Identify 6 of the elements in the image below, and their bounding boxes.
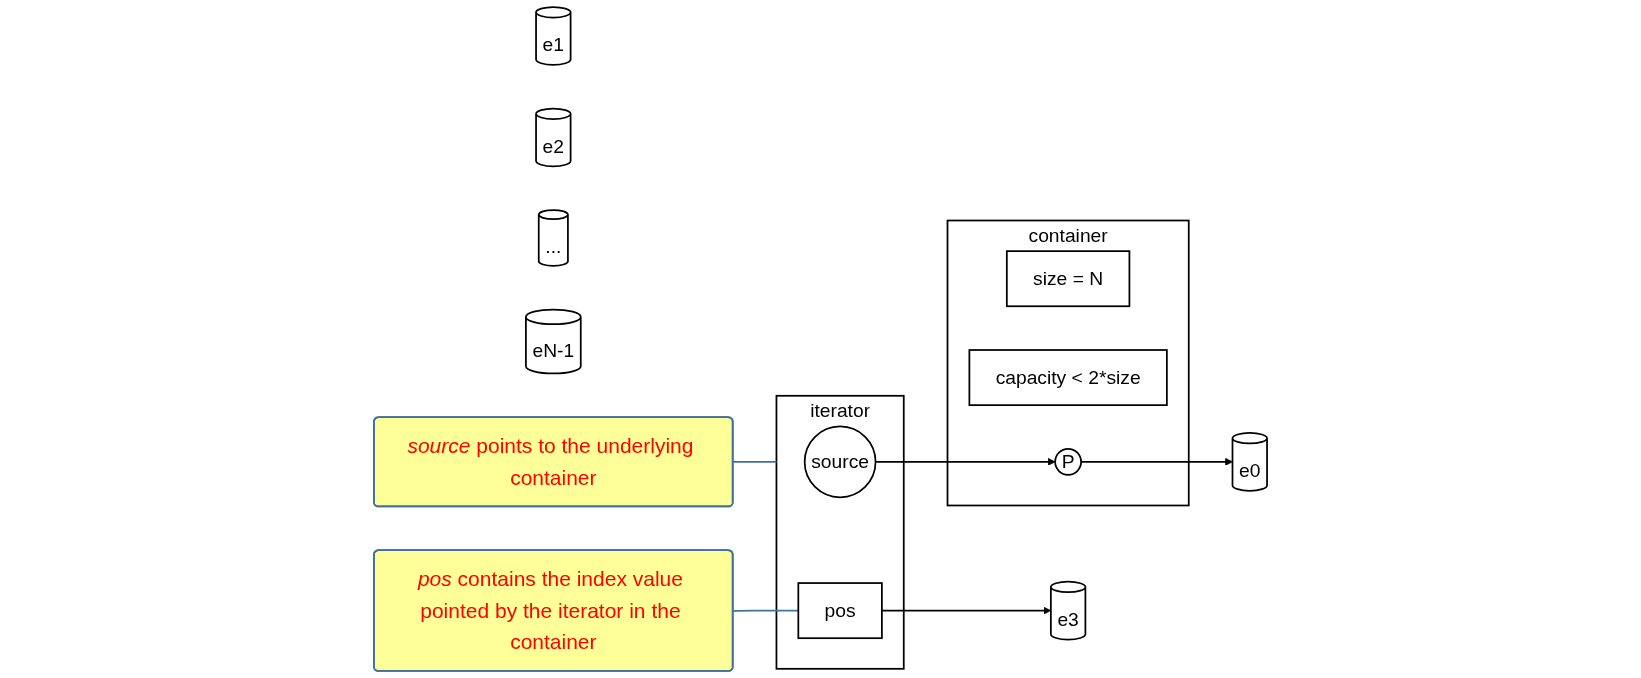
node-box: capacity < 2*size bbox=[968, 349, 1168, 406]
node-box: size = N bbox=[1005, 250, 1131, 308]
node-circle: P bbox=[1054, 448, 1082, 476]
node-circle: source bbox=[803, 425, 877, 499]
arrow bbox=[881, 606, 1052, 615]
node-box: pos bbox=[797, 582, 883, 640]
